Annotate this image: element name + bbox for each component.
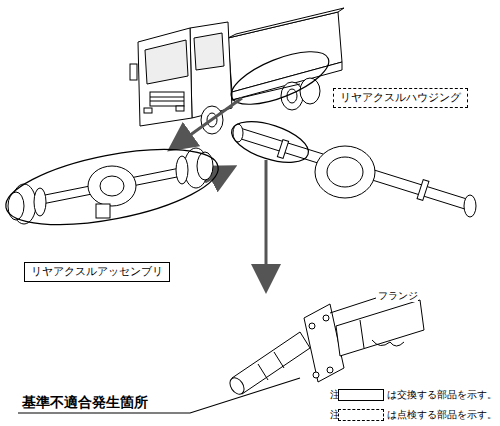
legend-swatch — [338, 409, 384, 421]
nonconformity-label: 基準不適合発生箇所 — [22, 394, 148, 411]
rear-axle-assembly — [8, 148, 213, 224]
legend-text: は交換する部品を示す。 — [387, 389, 497, 401]
part-name: リヤアクスルハウジング — [340, 91, 461, 105]
part-name: フランジ — [378, 290, 418, 302]
part-name: リヤアクスルアッセンブリ — [31, 265, 163, 279]
rear-axle-housing — [233, 124, 476, 217]
legend-text: は点検する部品を示す。 — [387, 409, 497, 421]
legend-swatch — [338, 389, 384, 401]
truck — [130, 8, 344, 134]
part-label-box: リヤアクスルハウジング — [333, 88, 468, 108]
flange-closeup — [227, 300, 424, 397]
part-label-box: リヤアクスルアッセンブリ — [24, 262, 170, 282]
